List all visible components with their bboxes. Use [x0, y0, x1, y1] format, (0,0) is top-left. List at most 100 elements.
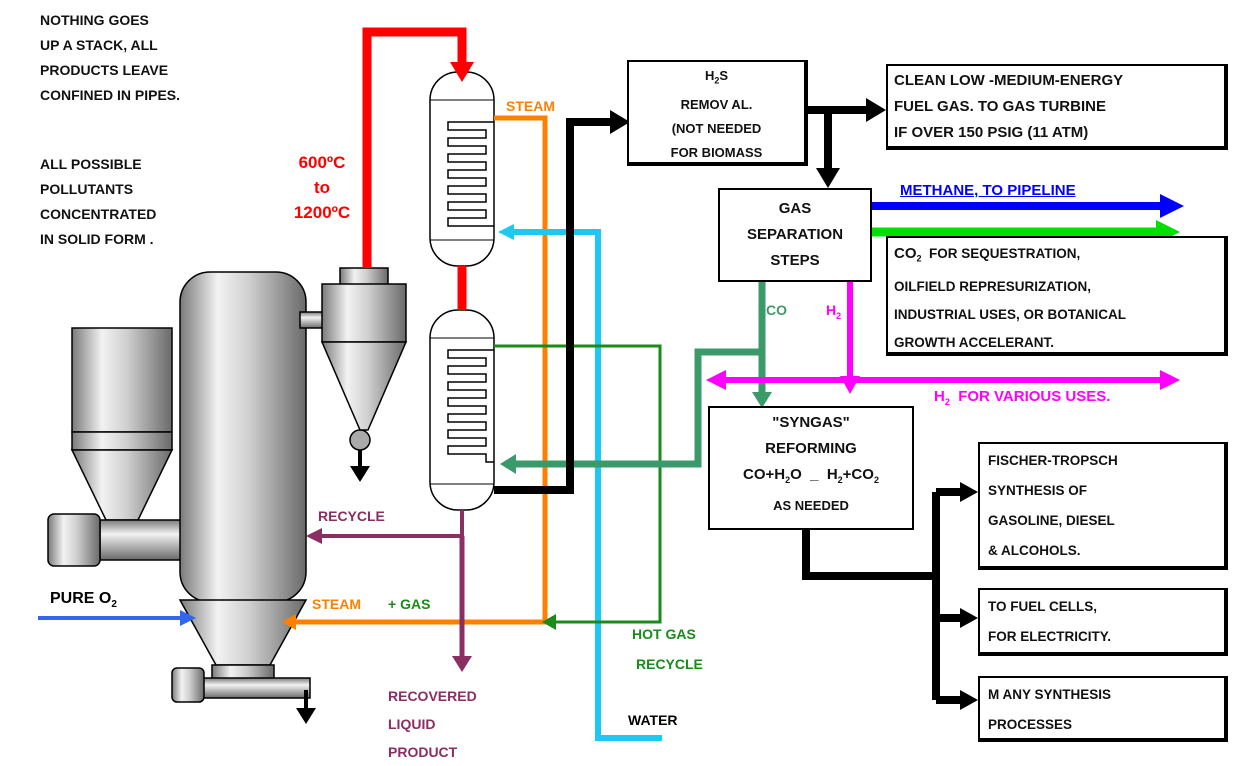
syngas-line: REFORMING — [765, 440, 857, 457]
fuel-gas-box: CLEAN LOW -MEDIUM-ENERGY FUEL GAS. TO GA… — [886, 64, 1228, 150]
h2s-box-line: FOR BIOMASS — [670, 144, 763, 160]
hot-gas-line — [362, 27, 474, 310]
eq-sub: 2 — [873, 475, 879, 485]
h2-uses-sub: 2 — [944, 397, 950, 407]
o2-text: PURE O — [50, 590, 112, 607]
h2-h: H — [826, 302, 837, 318]
eq-sub: 2 — [785, 475, 791, 485]
note-line: UP A STACK, ALL — [40, 37, 158, 53]
synthesis-processes-box: M ANY SYNTHESIS PROCESSES — [978, 676, 1228, 742]
cyclone-separator — [320, 267, 408, 482]
ash-outlet-arrow — [296, 690, 316, 724]
co2-co: CO — [894, 245, 917, 262]
fuel-cells-line: FOR ELECTRICITY. — [988, 629, 1112, 644]
fischer-tropsch-box: FISCHER-TROPSCH SYNTHESIS OF GASOLINE, D… — [978, 442, 1228, 570]
fischer-line: FISCHER-TROPSCH — [988, 453, 1118, 468]
fischer-line: SYNTHESIS OF — [988, 483, 1088, 498]
co2-line: CO2 FOR SEQUESTRATION, — [894, 240, 1224, 273]
water-line — [498, 224, 662, 741]
hot-gas-recycle-label: RECYCLE — [636, 656, 703, 672]
methane-label: METHANE, TO PIPELINE — [900, 182, 1076, 199]
pure-o2-label: PURE O2 — [50, 590, 117, 610]
h2s-sub: 2 — [714, 75, 720, 86]
o2-sub: 2 — [111, 599, 117, 611]
h2s-box-line: REMOV AL. — [680, 96, 753, 112]
separation-line: GAS — [778, 200, 812, 217]
syngas-output-lines — [802, 482, 978, 710]
h2-uses-label: H2 FOR VARIOUS USES. — [934, 388, 1110, 407]
h2-uses-text: FOR VARIOUS USES. — [949, 388, 1111, 405]
fuel-gas-line: FUEL GAS. TO GAS TURBINE — [894, 98, 1106, 115]
note-line: CONCENTRATED — [40, 206, 157, 222]
gas-separation-box: GAS SEPARATION STEPS — [718, 188, 872, 282]
eq-sub: 2 — [837, 475, 843, 485]
fuel-gas-line: IF OVER 150 PSIG (11 ATM) — [894, 124, 1089, 141]
h2-uses-h: H — [934, 388, 945, 405]
temperature-line: 600ºC — [298, 153, 346, 172]
fuel-cells-line: TO FUEL CELLS, — [988, 599, 1098, 614]
separation-line: SEPARATION — [746, 226, 844, 243]
o2-line — [38, 610, 196, 626]
recovered-line: PRODUCT — [388, 744, 458, 760]
h2-sub: 2 — [836, 310, 842, 321]
syngas-line: "SYNGAS" — [772, 414, 850, 431]
hopper — [47, 327, 191, 567]
co2-line: INDUSTRIAL USES, OR BOTANICAL — [894, 306, 1127, 322]
co-label: CO — [766, 302, 787, 318]
h2s-output-lines — [806, 98, 886, 188]
syngas-equation: CO+H2O _ H2+CO2 — [710, 462, 912, 493]
hot-gas-recycle-line — [494, 344, 662, 630]
h2s-box-line: H2S — [629, 64, 804, 93]
recovered-line: RECOVERED — [388, 688, 477, 704]
water-label: WATER — [628, 712, 678, 728]
separation-line: STEPS — [770, 252, 820, 269]
h2s-removal-box: H2S REMOV AL. (NOT NEEDED FOR BIOMASS — [627, 60, 808, 166]
heat-exchanger-upper — [429, 71, 495, 267]
co2-text: FOR SEQUESTRATION, — [921, 246, 1081, 261]
note-line: CONFINED IN PIPES. — [40, 87, 181, 103]
note-pollutants: ALL POSSIBLE POLLUTANTS CONCENTRATED IN … — [40, 152, 156, 252]
co2-uses-box: CO2 FOR SEQUESTRATION, OILFIELD REPRESUR… — [886, 236, 1228, 356]
note-line: PRODUCTS LEAVE — [40, 62, 169, 78]
co2-line: GROWTH ACCELERANT. — [894, 334, 1054, 350]
fuel-gas-line: CLEAN LOW -MEDIUM-ENERGY — [894, 72, 1124, 89]
recovered-liquid-label: RECOVERED LIQUID PRODUCT — [388, 682, 477, 766]
temperature-line: to — [313, 178, 331, 197]
fischer-line: & ALCOHOLS. — [988, 543, 1081, 558]
raw-gas-line — [494, 110, 630, 494]
synthesis-line: PROCESSES — [988, 717, 1073, 732]
co-recycle-line — [500, 282, 772, 474]
steam-gas-label-b: + GAS — [388, 596, 431, 612]
recycle-label: RECYCLE — [318, 508, 385, 524]
hot-gas-label: HOT GAS — [632, 626, 696, 642]
steam-line — [282, 115, 548, 630]
steam-top-label: STEAM — [506, 98, 555, 114]
synthesis-line: M ANY SYNTHESIS — [988, 687, 1112, 702]
note-line: NOTHING GOES — [40, 12, 149, 28]
steam-gas-label-a: STEAM — [312, 596, 361, 612]
syngas-line: AS NEEDED — [773, 498, 849, 513]
h2s-box-line: (NOT NEEDED — [671, 120, 762, 136]
temperature-line: 1200ºC — [293, 203, 351, 222]
eq-part: +CO — [842, 466, 874, 483]
fischer-line: GASOLINE, DIESEL — [988, 513, 1115, 528]
gasifier-vessel — [171, 271, 331, 703]
temperature-label: 600ºC to 1200ºC — [284, 150, 360, 225]
co2-line: OILFIELD REPRESURIZATION, — [894, 278, 1092, 294]
h2s-h: H — [704, 68, 715, 83]
note-line: IN SOLID FORM . — [40, 231, 154, 247]
heat-exchanger-lower — [429, 309, 495, 511]
note-line: ALL POSSIBLE — [40, 156, 142, 172]
h2s-s: S — [719, 68, 729, 83]
methane-line — [872, 194, 1184, 218]
h2-label: H2 — [826, 302, 841, 321]
recycle-liquid-line — [306, 510, 472, 672]
eq-part: CO+H — [743, 466, 786, 483]
syngas-reforming-box: "SYNGAS" REFORMING CO+H2O _ H2+CO2 AS NE… — [708, 406, 914, 530]
co2-sub: 2 — [916, 253, 922, 264]
note-line: POLLUTANTS — [40, 181, 134, 197]
eq-part: O _ H — [790, 466, 838, 483]
fuel-cells-box: TO FUEL CELLS, FOR ELECTRICITY. — [978, 588, 1228, 656]
recovered-line: LIQUID — [388, 716, 436, 732]
